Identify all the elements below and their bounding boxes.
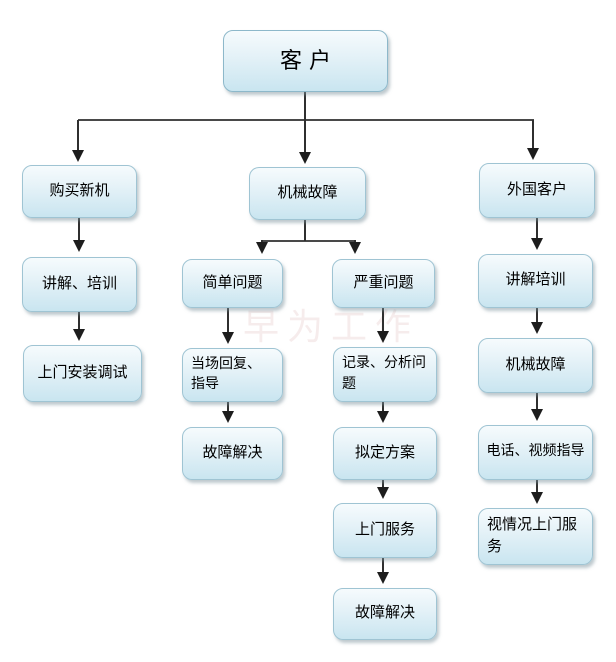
node-foreign-customer: 外国客户 (479, 163, 595, 218)
node-onsite-service: 上门服务 (333, 503, 437, 558)
node-onsite-reply-guidance: 当场回复、指导 (182, 348, 283, 402)
node-explain-training: 讲解培训 (478, 254, 593, 308)
node-simple-problem: 简单问题 (182, 259, 283, 308)
node-onsite-install-debug: 上门安装调试 (23, 345, 142, 402)
node-record-analyze-problem: 记录、分析问题 (333, 347, 437, 402)
node-serious-problem: 严重问题 (332, 259, 435, 308)
node-fault-resolved-left: 故障解决 (182, 427, 283, 480)
node-fault-resolved-bottom: 故障解决 (333, 588, 437, 640)
node-mechanical-fault: 机械故障 (249, 167, 366, 220)
node-phone-video-guidance: 电话、视频指导 (478, 425, 593, 480)
node-customer: 客户 (223, 30, 388, 92)
node-mechanical-fault-foreign: 机械故障 (478, 338, 593, 393)
node-draft-plan: 拟定方案 (333, 427, 437, 480)
node-buy-new-machine: 购买新机 (22, 165, 137, 218)
node-explain-and-training: 讲解、培训 (22, 257, 137, 312)
node-situational-onsite-service: 视情况上门服务 (478, 508, 593, 565)
